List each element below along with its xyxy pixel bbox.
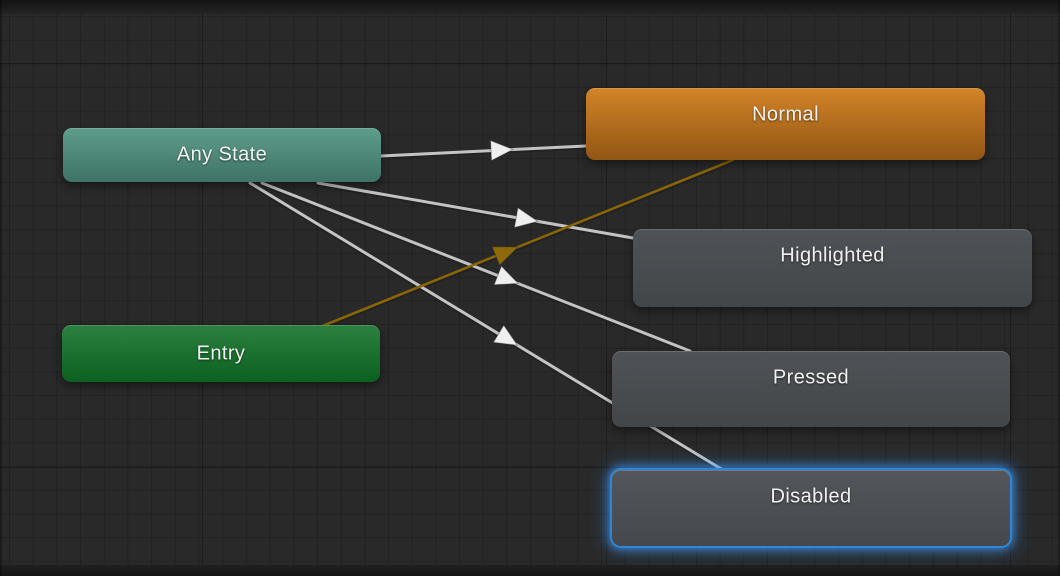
transition-arrowhead-icon [492,324,519,346]
transition-arrowhead-icon [489,139,515,162]
state-node-label: Disabled [770,485,852,508]
transition-anystate-to-pressed[interactable] [260,181,692,353]
state-node-any-state[interactable]: Any State [63,128,381,182]
state-node-normal[interactable]: Normal [586,88,985,160]
state-node-entry[interactable]: Entry [62,325,380,382]
transition-entry-to-normal[interactable] [318,158,735,329]
transition-arrowhead-icon [493,265,520,286]
state-node-label: Any State [176,143,268,166]
state-node-highlighted[interactable]: Highlighted [633,229,1032,307]
state-node-label: Entry [196,342,246,364]
transition-arrowhead-icon [491,246,520,267]
transition-arrowhead-icon [513,206,540,229]
transition-line [260,181,692,353]
state-node-label: Highlighted [780,244,885,267]
transition-anystate-to-highlighted[interactable] [316,181,635,240]
state-node-label: Normal [752,103,819,126]
state-node-label: Pressed [772,366,850,389]
transition-line [316,181,635,240]
state-node-disabled-selected[interactable]: Disabled [612,470,1010,546]
transition-line [318,158,735,329]
state-node-pressed[interactable]: Pressed [612,351,1010,427]
transition-anystate-to-normal[interactable] [379,139,588,162]
transition-line [379,144,588,158]
